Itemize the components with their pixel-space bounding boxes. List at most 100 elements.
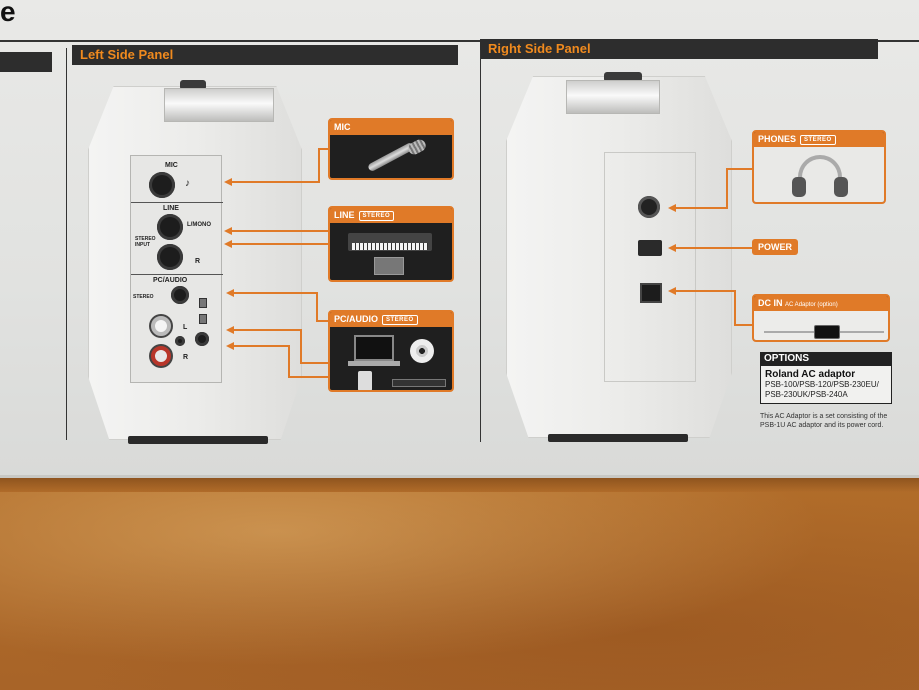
arrow-mic-riser <box>318 148 320 183</box>
arrowhead-rca-l <box>226 326 234 334</box>
level-knob <box>195 332 209 346</box>
arrowhead-dc-in <box>668 287 676 295</box>
arrow-power <box>676 247 752 249</box>
headphones-cup-right <box>834 177 848 197</box>
arrowhead-line-r <box>224 240 232 248</box>
speaker-right-side <box>506 76 732 438</box>
switch-2 <box>199 314 207 324</box>
base-right <box>548 434 688 442</box>
callout-mic: MIC <box>328 118 454 180</box>
arrow-dc-in <box>676 290 736 292</box>
line-r-jack <box>157 244 183 270</box>
callout-mic-title: MIC <box>330 120 452 135</box>
options-models-2: PSB-230UK/PSB-240A <box>765 390 848 399</box>
rca-r-label: R <box>183 354 189 361</box>
right-side-panel-title: Right Side Panel <box>480 39 878 59</box>
arrowhead-line-l <box>224 227 232 235</box>
box-shadow <box>0 478 919 492</box>
power-switch <box>638 240 662 256</box>
aux-knob <box>175 336 185 346</box>
line-l-jack <box>157 214 183 240</box>
base-left <box>128 436 268 444</box>
callout-power: POWER <box>752 239 798 255</box>
arrow-pc-stereo-tip <box>316 320 328 322</box>
arrow-phones-riser <box>726 168 728 209</box>
arrow-mic-tip <box>318 148 330 150</box>
line-l-mono-label: L/MONO <box>187 222 211 228</box>
options-product: Roland AC adaptor <box>765 369 856 380</box>
rca-l-label: L <box>183 324 188 331</box>
stereo-badge-phones: STEREO <box>800 135 836 145</box>
arrow-rca-r <box>234 345 288 347</box>
arrow-pc-stereo <box>234 292 316 294</box>
switch-1 <box>199 298 207 308</box>
divider-mic <box>131 202 223 203</box>
arrow-phones-tip <box>726 168 754 170</box>
stereo-mini-label: STEREO <box>133 294 154 300</box>
cd-player-icon <box>392 379 446 387</box>
stereo-badge-line: STEREO <box>358 211 395 221</box>
callout-line-title: LINE <box>334 210 355 220</box>
mic-symbol-icon: ♪ <box>185 178 190 189</box>
handle-right <box>566 80 660 114</box>
handle-left <box>164 88 274 122</box>
line-label: LINE <box>163 205 179 212</box>
callout-dc-in-title: DC IN <box>758 298 783 308</box>
rca-r-jack <box>151 346 171 366</box>
options-heading: OPTIONS <box>760 352 892 366</box>
phones-jack <box>638 196 660 218</box>
cropped-panel-header <box>0 52 52 72</box>
laptop-base <box>348 361 400 366</box>
laptop-icon <box>354 335 394 361</box>
arrow-line-l <box>232 230 328 232</box>
disc-icon <box>410 339 434 363</box>
stereo-badge-pc: STEREO <box>382 315 418 325</box>
arrow-dc-in-tip <box>734 324 754 326</box>
dc-in-jack <box>640 283 662 303</box>
product-box: e Left Side Panel Right Side Panel MIC ♪… <box>0 0 919 478</box>
arrow-rca-r-tip <box>288 376 328 378</box>
rca-l-jack <box>151 316 171 336</box>
callout-phones-title: PHONES <box>758 134 797 144</box>
callout-dc-in-note: AC Adaptor (option) <box>785 302 838 308</box>
mic-label: MIC <box>165 162 178 169</box>
arrow-dc-in-riser <box>734 290 736 326</box>
sampler-icon <box>374 257 404 275</box>
divider-left <box>66 48 67 440</box>
keyboard-keys <box>352 243 428 250</box>
top-knob-right <box>604 72 642 82</box>
arrowhead-pc-stereo <box>226 289 234 297</box>
pc-audio-stereo-jack <box>171 286 189 304</box>
divider-right <box>480 50 481 442</box>
arrow-pc-stereo-riser <box>316 292 318 322</box>
stereo-input-label: STEREO INPUT <box>135 236 156 248</box>
top-rule <box>0 40 919 42</box>
music-player-icon <box>358 371 372 390</box>
options-note: This AC Adaptor is a set consisting of t… <box>760 413 888 429</box>
options-box: OPTIONS Roland AC adaptor PSB-100/PSB-12… <box>760 352 892 404</box>
arrow-line-r <box>232 243 328 245</box>
ac-adaptor-icon <box>814 325 840 339</box>
microphone-head <box>406 137 428 157</box>
right-control-panel <box>604 152 696 382</box>
connector-panel: MIC ♪ LINE L/MONO STEREO INPUT R PC/AUDI… <box>130 155 223 383</box>
arrowhead-rca-r <box>226 342 234 350</box>
arrow-rca-r-riser <box>288 345 290 377</box>
callout-dc-in: DC IN AC Adaptor (option) <box>752 294 890 342</box>
arrow-rca-l <box>234 329 302 331</box>
callout-pc-audio-title: PC/AUDIO <box>334 314 379 324</box>
mic-jack <box>149 172 175 198</box>
arrowhead-phones <box>668 204 676 212</box>
box-title-fragment: e <box>0 0 16 27</box>
headphones-cup-left <box>792 177 806 197</box>
wooden-table <box>0 492 919 690</box>
arrow-phones <box>676 207 728 209</box>
headphones-icon <box>798 155 842 195</box>
arrowhead-power <box>668 244 676 252</box>
pc-audio-label: PC/AUDIO <box>153 277 188 284</box>
options-models-1: PSB-100/PSB-120/PSB-230EU/ <box>765 380 879 389</box>
line-r-label: R <box>195 258 201 265</box>
arrow-rca-l-riser <box>300 329 302 363</box>
